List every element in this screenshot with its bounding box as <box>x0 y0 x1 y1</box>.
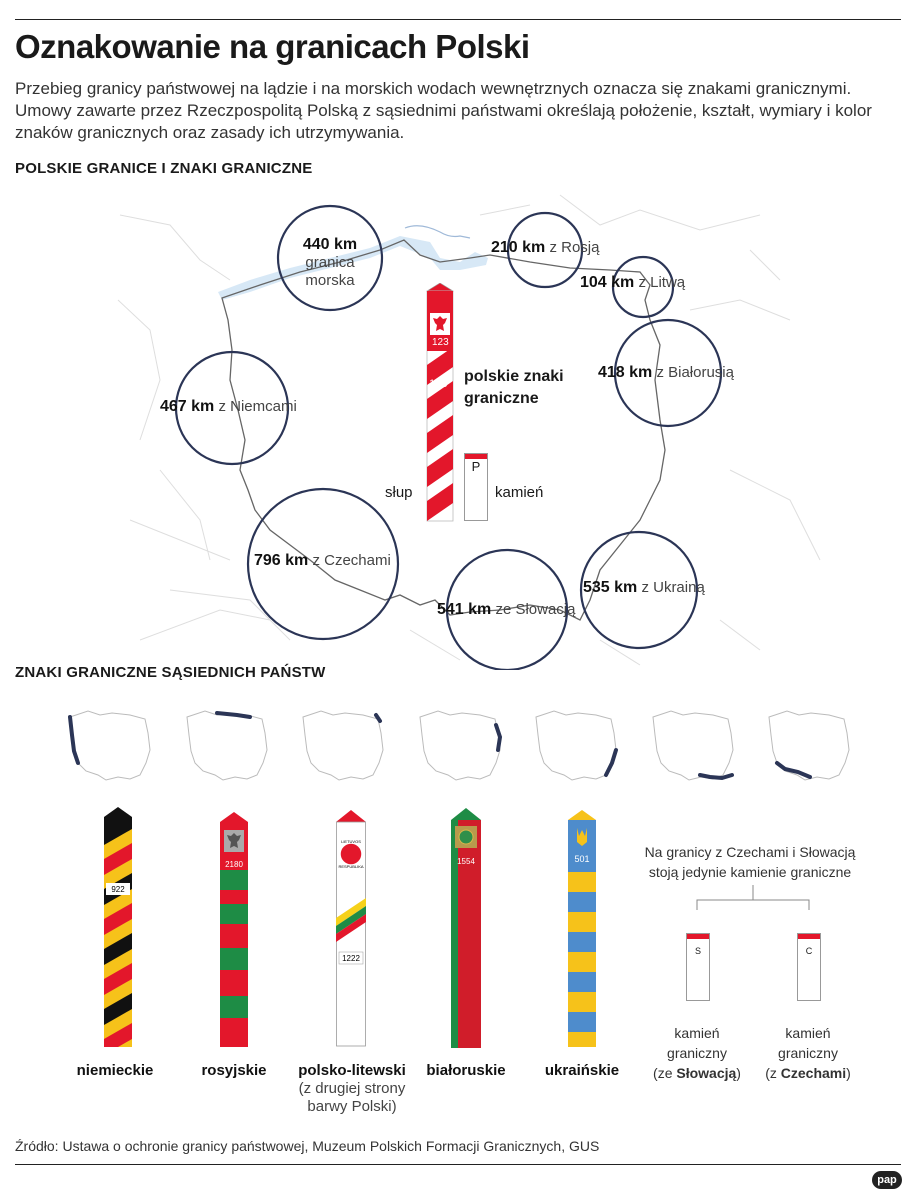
czech-border-stone: C <box>797 933 821 1001</box>
locator-russia <box>215 711 252 719</box>
svg-text:1222: 1222 <box>342 954 360 963</box>
circle-czech <box>246 487 400 641</box>
section-heading-polish: POLSKIE GRANICE I ZNAKI GRANICZNE <box>15 160 313 177</box>
svg-text:LIETUVOS: LIETUVOS <box>341 839 361 844</box>
poland-border-map <box>117 194 821 670</box>
trident-icon <box>577 828 587 846</box>
circle-belarus <box>613 318 723 428</box>
circle-ukraine <box>579 530 699 650</box>
stones-note: Na granicy z Czechami i Słowacją stoją j… <box>644 844 856 880</box>
circle-lithuania <box>611 255 675 319</box>
label-ukrainian-post: ukraińskie <box>544 1062 620 1079</box>
locator-ukraine <box>604 748 618 777</box>
label-slovakia: 541 km ze Słowacją <box>437 601 576 618</box>
ukrainian-border-post: 501 <box>568 810 596 1047</box>
section-heading-neighbors: ZNAKI GRANICZNE SĄSIEDNICH PAŃSTW <box>15 664 326 681</box>
belarusian-border-post: 1554 <box>451 808 481 1048</box>
locator-czech <box>775 761 812 779</box>
svg-text:922: 922 <box>111 885 125 894</box>
locator-lithuania <box>374 713 382 723</box>
czech-stone-letter: C <box>805 946 813 956</box>
circle-russia <box>506 211 584 289</box>
label-russian-post: rosyjskie <box>201 1062 267 1079</box>
eagle-icon <box>433 316 447 331</box>
locator-germany <box>68 715 80 765</box>
label-german-post: niemieckie <box>76 1062 154 1079</box>
locator-slovakia <box>698 773 734 781</box>
slovak-stone-letter: S <box>694 946 701 956</box>
polish-stone-letter: P <box>471 459 481 474</box>
polish-border-post: 123 123 <box>425 283 455 522</box>
intro-text: Przebieg granicy państwowej na lądzie i … <box>15 79 872 142</box>
russian-border-post: 2180 <box>220 812 248 1047</box>
circle-sea <box>276 204 384 312</box>
label-belarusian-post: białoruskie <box>426 1062 506 1079</box>
polish-post-number: 123 <box>432 337 449 348</box>
svg-text:123: 123 <box>429 378 447 390</box>
label-czech: 796 km z Czechami <box>254 552 391 569</box>
german-border-post: 922 <box>104 807 132 1047</box>
belarus-emblem-icon <box>458 829 474 845</box>
svg-text:RESPUBLIKA: RESPUBLIKA <box>338 864 363 869</box>
bottom-rule <box>15 1164 901 1165</box>
label-germany: 467 km z Niemcami <box>160 398 297 415</box>
label-lithuania: 104 km z Litwą <box>580 274 686 291</box>
svg-text:1554: 1554 <box>457 857 475 866</box>
page-title: Oznakowanie na granicach Polski <box>15 28 530 65</box>
locator-belarus <box>494 723 503 752</box>
top-rule <box>15 19 901 20</box>
label-russia: 210 km z Rosją <box>491 239 600 256</box>
slovak-border-stone: S <box>686 933 710 1001</box>
russian-eagle-icon <box>227 833 241 848</box>
baltic-coast-water <box>218 236 488 300</box>
source-text: Źródło: Ustawa o ochronie granicy państw… <box>15 1138 600 1154</box>
label-belarus: 418 km z Białorusią <box>598 364 734 381</box>
locator-maps <box>68 710 850 781</box>
circle-germany <box>174 350 290 466</box>
pap-logo: pap <box>872 1171 902 1189</box>
svg-text:2180: 2180 <box>225 860 243 869</box>
poland-border-line <box>221 239 666 621</box>
lithuanian-border-post: LIETUVOS RESPUBLIKA 1222 <box>336 810 366 1047</box>
svg-text:501: 501 <box>574 854 589 864</box>
post-label: słup <box>385 484 413 501</box>
label-ukraine: 535 km z Ukrainą <box>583 579 705 596</box>
note-bracket <box>696 885 810 910</box>
polish-border-stone: P <box>464 453 488 521</box>
background-map-lines <box>117 194 821 666</box>
circle-slovakia <box>445 548 569 670</box>
stone-label: kamień <box>495 484 544 501</box>
